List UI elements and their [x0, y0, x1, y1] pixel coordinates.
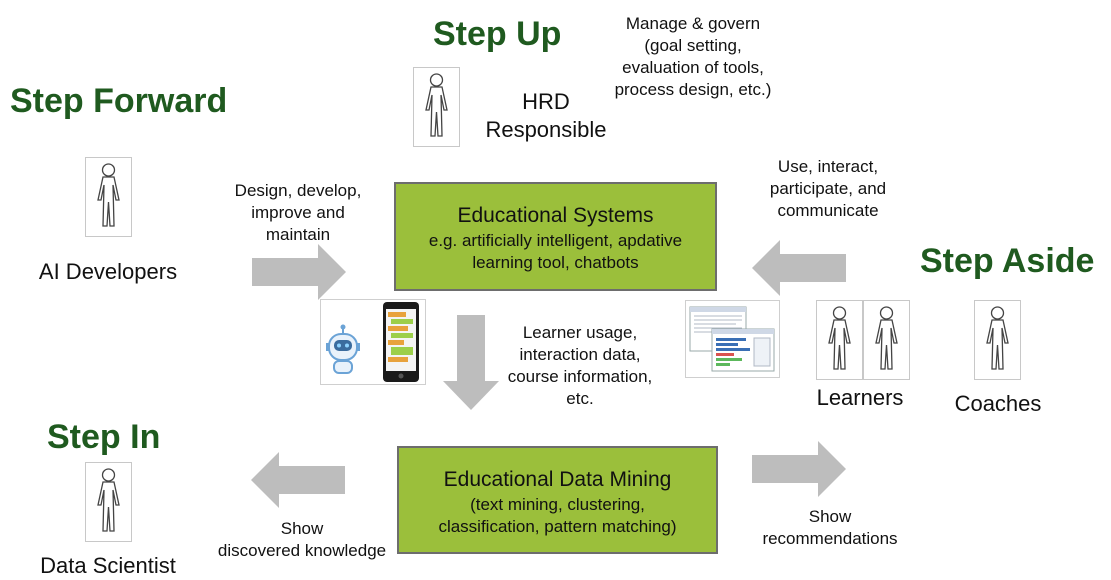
role-hrd-responsible: HRD Responsible: [485, 89, 607, 142]
arrow-left-icon: [752, 240, 846, 296]
box-educational-systems: Educational Systems e.g. artificially in…: [394, 182, 717, 291]
label-learner-usage: Learner usage, interaction data, course …: [507, 323, 653, 408]
label-manage-govern: Manage & govern (goal setting, evaluatio…: [614, 14, 772, 99]
data-scientist-person-icon: [85, 462, 132, 542]
box-edm-title: Educational Data Mining: [443, 468, 672, 491]
label-design-develop: Design, develop, improve and maintain: [234, 181, 362, 244]
box-educational-systems-subtitle: e.g. artificially intelligent, apdative …: [428, 231, 683, 272]
role-coaches: Coaches: [954, 391, 1042, 416]
label-show-knowledge: Show discovered knowledge: [217, 519, 387, 560]
role-learners: Learners: [816, 385, 904, 410]
arrow-left-icon: [251, 452, 345, 508]
box-educational-data-mining: Educational Data Mining (text mining, cl…: [397, 446, 718, 554]
dashboard-screenshot-icon: [685, 300, 780, 378]
coach-person-icon: [974, 300, 1021, 380]
learner-person-icon-2: [863, 300, 910, 380]
box-educational-systems-title: Educational Systems: [457, 204, 654, 227]
ai-developer-person-icon: [85, 157, 132, 237]
arrow-down-icon: [443, 315, 499, 410]
role-data-scientist: Data Scientist: [40, 553, 176, 578]
learner-person-icon-1: [816, 300, 863, 380]
role-ai-developers: AI Developers: [38, 259, 178, 284]
heading-step-in: Step In: [47, 418, 161, 456]
heading-step-up: Step Up: [433, 15, 562, 53]
box-edm-subtitle: (text mining, clustering, classification…: [438, 495, 677, 536]
label-show-recommendations: Show recommendations: [762, 507, 898, 548]
arrow-right-icon: [752, 441, 846, 497]
arrow-right-icon: [252, 244, 346, 300]
chatbot-phone-icon: [320, 299, 426, 385]
label-use-interact: Use, interact, participate, and communic…: [769, 157, 887, 220]
hrd-person-icon: [413, 67, 460, 147]
heading-step-forward: Step Forward: [10, 82, 228, 120]
heading-step-aside: Step Aside: [920, 242, 1095, 280]
